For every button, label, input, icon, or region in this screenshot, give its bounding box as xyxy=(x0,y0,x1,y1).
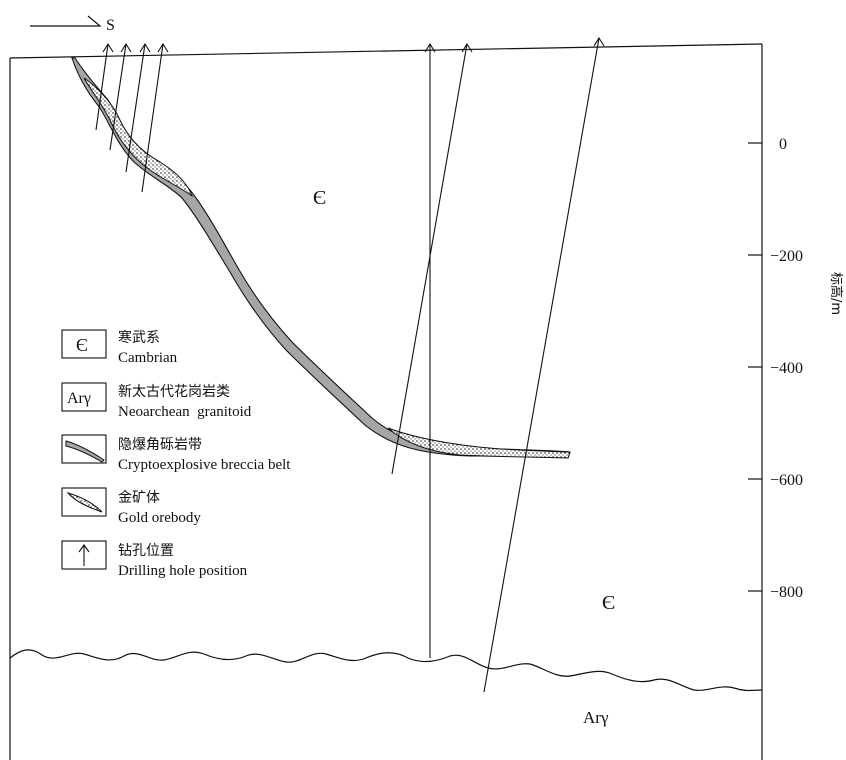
legend-label-cn-drillhole: 钻孔位置 xyxy=(118,543,174,559)
elevation-tick-400: −400 xyxy=(770,360,803,377)
gold-orebody-lower xyxy=(387,427,571,459)
argamma-symbol: Arγ xyxy=(583,708,609,727)
legend-label-en-drillhole: Drilling hole position xyxy=(118,563,248,579)
legend-label-cn-granitoid: 新太古代花岗岩类 xyxy=(118,384,230,400)
elevation-tick-600: −600 xyxy=(770,472,803,489)
legend-label-cn-orebody: 金矿体 xyxy=(118,490,160,506)
legend-label-cn-cambrian: 寒武系 xyxy=(118,329,160,346)
direction-arrow xyxy=(30,15,102,27)
legend-label-en-orebody: Gold orebody xyxy=(118,510,201,526)
gold-orebody-upper xyxy=(83,77,193,198)
cambrian-symbol-lower: Є xyxy=(602,592,615,614)
ground-surface xyxy=(9,43,763,59)
cambrian-symbol-upper: Є xyxy=(313,187,326,209)
elevation-tick-800: −800 xyxy=(770,584,803,601)
unconformity-line xyxy=(9,649,763,692)
elevation-axis-title: 标高/m xyxy=(828,272,844,315)
legend-swatch-breccia xyxy=(65,440,105,463)
legend-swatch-argamma: Arγ xyxy=(67,390,91,407)
legend-label-cn-breccia: 隐爆角砾岩带 xyxy=(118,437,202,453)
legend-swatch-orebody xyxy=(66,492,103,513)
drill-holes xyxy=(95,36,605,693)
elevation-axis xyxy=(748,142,762,592)
legend-label-en-breccia: Cryptoexplosive breccia belt xyxy=(118,457,291,473)
elevation-tick-200: −200 xyxy=(770,248,803,265)
direction-label: S xyxy=(106,17,115,34)
elevation-tick-0: 0 xyxy=(779,136,787,153)
legend-swatch-drillhole xyxy=(78,544,90,566)
legend-swatches xyxy=(61,329,107,570)
legend-label-en-cambrian: Cambrian xyxy=(118,350,178,366)
legend-swatch-cambrian: Є xyxy=(76,335,88,355)
legend-label-en-granitoid: Neoarchean granitoid xyxy=(118,404,252,420)
